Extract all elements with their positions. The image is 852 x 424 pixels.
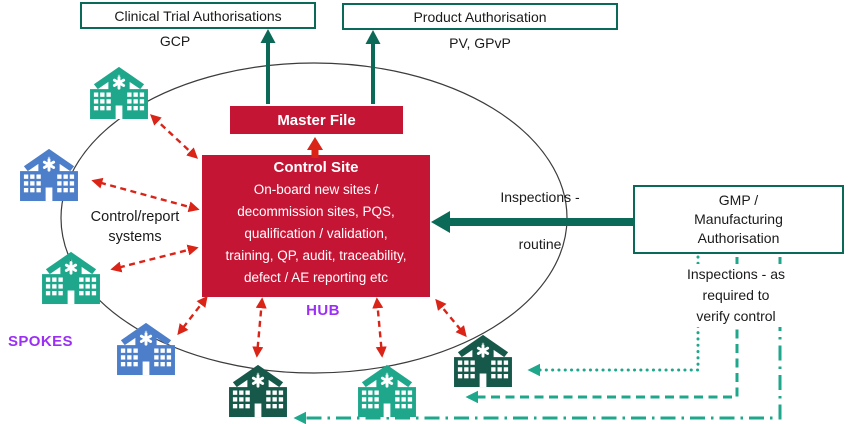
spokes-label: SPOKES [8, 333, 73, 350]
control-report-line: Control/report [90, 209, 180, 225]
control-site-box: Control Site On-board new sites / decomm… [202, 155, 430, 297]
hospital-icon [356, 362, 418, 418]
gmp-routine-inspection-arrow [431, 211, 633, 233]
inspections-routine-label-bottom: routine [518, 236, 562, 252]
hub-spoke-arrow [149, 114, 199, 159]
product-authorisation-box: Product Authorisation [342, 3, 618, 30]
inspections-required-line: required to [702, 287, 770, 303]
hub-spoke-arrow [252, 297, 267, 358]
master-file-to-product-arrow [365, 30, 381, 104]
control-site-body-line: decommission sites, PQS, [237, 204, 395, 219]
control-site-body-line: qualification / validation, [244, 226, 388, 241]
hospital-icon [18, 146, 80, 202]
hospital-icon [115, 320, 177, 376]
clinical-trial-authorisations-label: Clinical Trial Authorisations [114, 7, 282, 24]
gcp-label: GCP [159, 33, 191, 49]
hub-spoke-arrow [372, 297, 387, 358]
pv-gpvp-label: PV, GPvP [449, 35, 511, 51]
inspections-required-line: verify control [696, 308, 776, 324]
control-report-line: systems [108, 229, 162, 245]
hospital-icon [40, 249, 102, 305]
hospital-icon [88, 64, 150, 120]
master-file-box: Master File [230, 106, 403, 134]
inspections-required-line: Inspections - as [686, 266, 786, 282]
gmp-line: Authorisation [697, 230, 780, 246]
hospital-icon [452, 332, 514, 388]
control-site-body-line: defect / AE reporting etc [243, 270, 389, 285]
inspections-routine-label-top: Inspections - [500, 189, 580, 205]
hub-spoke-arrow [177, 295, 208, 336]
master-file-label: Master File [277, 111, 356, 129]
inspections-required-label: Inspections - as required to verify cont… [656, 264, 816, 327]
control-site-body-line: training, QP, audit, traceability, [225, 248, 407, 263]
hub-spoke-arrow [110, 244, 199, 273]
gmp-line: Manufacturing [694, 211, 783, 227]
hub-spoke-arrow [91, 177, 200, 213]
control-report-systems-label: Control/report systems [76, 207, 194, 247]
gmp-line: GMP / [718, 192, 759, 208]
clinical-trial-authorisations-box: Clinical Trial Authorisations [80, 2, 316, 29]
control-site-body-line: On-board new sites / [253, 182, 379, 197]
hub-spoke-arrow [435, 298, 467, 338]
control-site-title: Control Site [273, 159, 359, 176]
hospital-icon [227, 362, 289, 418]
gmp-authorisation-box: GMP / Manufacturing Authorisation [633, 185, 844, 254]
product-authorisation-label: Product Authorisation [413, 8, 547, 25]
hub-label: HUB [306, 302, 340, 319]
